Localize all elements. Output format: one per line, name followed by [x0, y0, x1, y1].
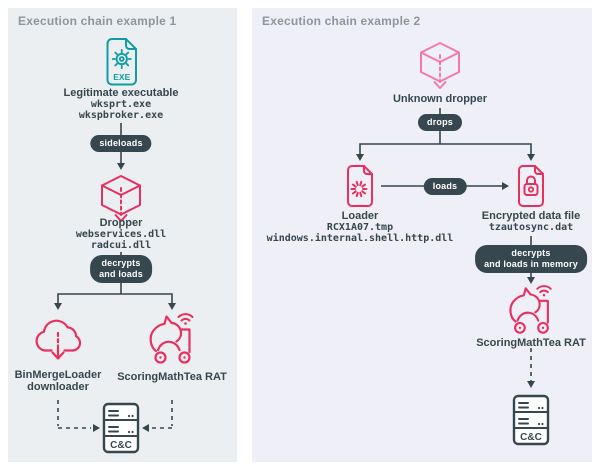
unknown-dropper-label: Unknown dropper: [392, 93, 488, 105]
executable-label: Legitimate executable: [63, 87, 179, 99]
edge-label-line-2: and loads in memory: [484, 259, 578, 269]
edge-label-line-2: and loads: [99, 269, 143, 279]
edge-label-drops: drops: [417, 114, 463, 131]
dropper-file-1: webservices.dll: [75, 229, 167, 240]
encrypted-file-icon: [518, 165, 544, 207]
rat-label: ScoringMathTea RAT: [476, 337, 586, 349]
edge-label-line-1: decrypts: [101, 258, 141, 268]
edge-label-sideloads: sideloads: [90, 135, 152, 152]
rat-label: ScoringMathTea RAT: [117, 371, 227, 383]
execution-chain-panel-1: Execution chain example 1: [8, 8, 237, 462]
encrypted-file-label: Encrypted data file: [481, 210, 581, 222]
trojan-horse-icon: [509, 285, 552, 334]
cloud-download-icon: [35, 319, 82, 360]
loader-file-icon: [347, 165, 373, 207]
loader-file-1: RCX1A07.tmp: [326, 222, 394, 233]
executable-file-1: wksprt.exe: [90, 99, 152, 110]
edge-label-decrypts-loads: decrypts and loads: [90, 255, 152, 283]
panel-1-title: Execution chain example 1: [18, 14, 177, 28]
execution-chain-panel-2: Execution chain example 2 Unknown droppe…: [252, 8, 592, 462]
unknown-dropper-cube-icon: [420, 42, 460, 89]
edge-label-line-1: decrypts: [511, 248, 551, 258]
dropper-file-2: radcui.dll: [90, 240, 152, 251]
panel-2-title: Execution chain example 2: [262, 14, 421, 28]
loader-label: Loader: [341, 210, 379, 222]
exe-badge-text: EXE: [113, 72, 130, 82]
dropper-cube-icon: [101, 175, 141, 222]
dropper-label: Dropper: [99, 217, 143, 229]
cnc-server-icon: C&C: [102, 402, 140, 454]
edge-label-decrypts-memory: decrypts and loads in memory: [475, 245, 587, 273]
cnc-label-text: C&C: [520, 432, 542, 443]
downloader-label: BinMergeLoader downloader: [14, 369, 102, 393]
trojan-horse-icon: [149, 313, 194, 364]
cnc-label-text: C&C: [110, 440, 132, 451]
encrypted-file-1: tzautosync.dat: [488, 222, 574, 233]
cnc-server-icon: C&C: [512, 394, 550, 446]
loader-file-2: windows.internal.shell.http.dll: [266, 233, 454, 244]
edge-label-loads: loads: [423, 178, 467, 195]
executable-file-2: wkspbroker.exe: [78, 110, 164, 121]
exe-file-icon: EXE: [106, 38, 137, 86]
